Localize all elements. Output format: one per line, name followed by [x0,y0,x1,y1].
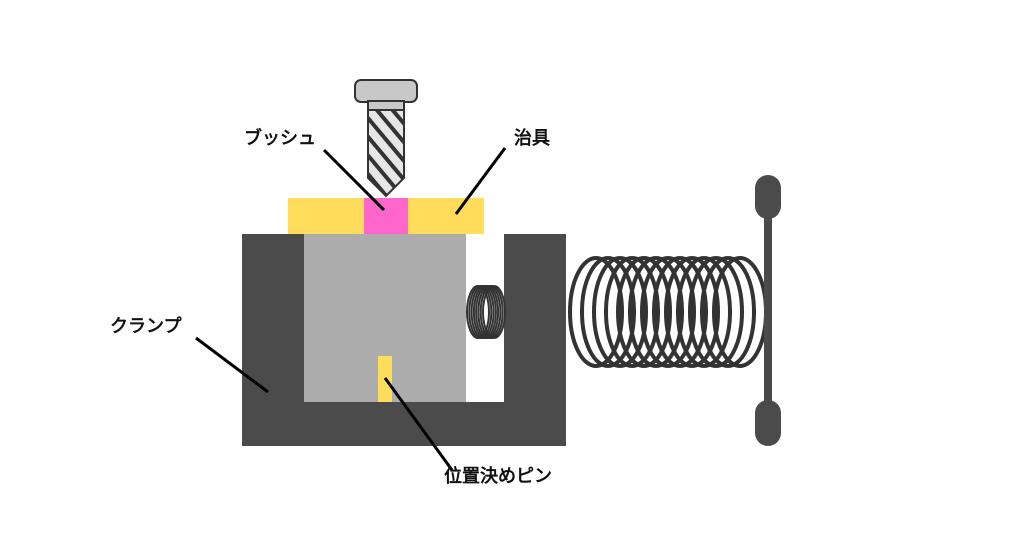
jig-label: 治具 [514,128,550,149]
drill-chuck [354,79,418,103]
spring-coil [568,256,624,368]
clamp-right-jaw [504,234,566,446]
small-spring [466,285,506,339]
spring-coil [604,256,660,368]
handle-top-knob [755,175,781,219]
locating-pin-label: 位置決めピン [444,466,552,487]
drill-bit [354,79,418,198]
handle-bar [764,195,772,425]
clamp-label: クランプ [110,316,182,337]
handle-bottom-knob [755,400,781,446]
clamp-base [242,402,504,446]
spring-coil [616,256,672,368]
spring-coil [688,256,744,368]
leader-line-clamp [195,336,269,394]
large-spring [568,256,768,368]
drill-flutes [367,109,405,198]
spring-coil [640,256,696,368]
spring-coil [676,256,732,368]
spring-coil [652,256,708,368]
clamp-body [242,234,566,446]
spring-coil [700,256,756,368]
leader-line-pin [383,377,454,471]
bush [364,198,408,234]
spring-coil [482,285,506,339]
spring-coil [580,256,636,368]
spring-coil [664,256,720,368]
clamp-handle [755,175,781,446]
leader-line-bush [322,148,386,212]
spring-coil [628,256,684,368]
bush-label: ブッシュ [244,128,316,149]
leader-line-jig [454,147,507,215]
spring-coil [592,256,648,368]
